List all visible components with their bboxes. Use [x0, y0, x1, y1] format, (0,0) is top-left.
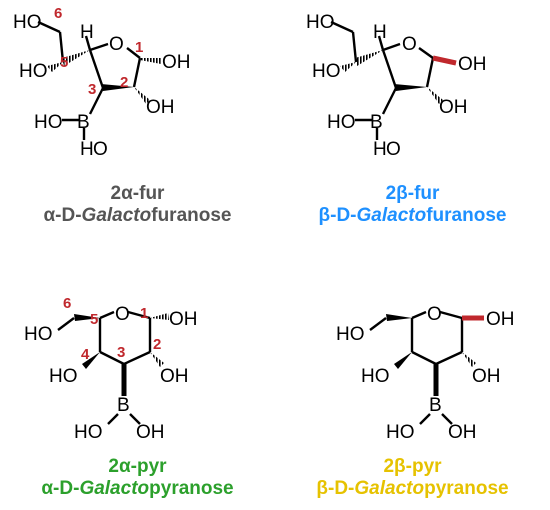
compound-name: β-D-Galactofuranose — [318, 205, 507, 226]
beta-pyranose-structure: HO O OH OH HO B HO OH — [336, 304, 515, 443]
h-label: H — [373, 22, 387, 43]
atom-number-2: 2 — [153, 336, 161, 353]
h-label: H — [80, 22, 94, 43]
oh-label: OH — [439, 97, 468, 118]
atom-number-4: 4 — [81, 346, 90, 363]
oh-label: OH — [472, 366, 501, 387]
oh-label: OH — [169, 309, 198, 330]
ho-label: HO — [327, 112, 356, 133]
oh-label: OH — [162, 52, 191, 73]
alpha-pyranose-structure: HO O OH OH HO B HO OH 6 5 1 2 3 4 — [24, 295, 198, 443]
ho-label: HO — [336, 324, 365, 345]
ho-label: HO — [312, 61, 341, 82]
b-label: B — [117, 395, 130, 416]
o-label: O — [427, 304, 442, 325]
compound-code: 2β-fur — [385, 183, 440, 204]
atom-number-5: 5 — [90, 311, 98, 328]
atom-number-5: 5 — [60, 54, 68, 71]
h-label: H — [373, 139, 387, 160]
caption-beta-fur: 2β-fur β-D-Galactofuranose — [275, 183, 550, 227]
oh-label: OH — [448, 422, 477, 443]
ho-label: HO — [361, 366, 390, 387]
ho-label: HO — [24, 324, 53, 345]
oh-label: OH — [458, 54, 487, 75]
o-label: O — [402, 34, 417, 55]
atom-number-3: 3 — [88, 81, 96, 98]
atom-number-1: 1 — [140, 305, 148, 322]
atom-number-6: 6 — [54, 5, 62, 22]
atom-number-6: 6 — [63, 295, 71, 312]
atom-number-3: 3 — [117, 344, 125, 361]
ho-label: HO — [74, 422, 103, 443]
ho-label: HO — [386, 422, 415, 443]
caption-alpha-fur: 2α-fur α-D-Galactofuranose — [0, 183, 275, 227]
oh-label: OH — [136, 422, 165, 443]
o-label: O — [93, 139, 108, 160]
ho-label: HO — [306, 12, 335, 33]
ho-label: HO — [49, 366, 78, 387]
oh-label: OH — [486, 309, 515, 330]
atom-number-2: 2 — [120, 74, 128, 91]
oh-label: OH — [160, 366, 189, 387]
beta-furanose-structure: HO HO H O OH OH B HO H O — [306, 12, 487, 160]
ho-label: HO — [13, 12, 42, 33]
ho-label: HO — [34, 112, 63, 133]
h-label: H — [80, 139, 94, 160]
alpha-furanose-structure: HO HO H O OH OH B HO H O 6 5 1 2 3 — [13, 5, 191, 160]
b-label: B — [370, 112, 383, 133]
oh-label: OH — [146, 97, 175, 118]
compound-name: α-D-Galactofuranose — [43, 205, 232, 226]
b-label: B — [429, 395, 442, 416]
b-label: B — [77, 112, 90, 133]
ho-label: HO — [19, 61, 48, 82]
caption-alpha-pyr: 2α-pyr α-D-Galactopyranose — [0, 456, 275, 500]
caption-beta-pyr: 2β-pyr β-D-Galactopyranose — [275, 456, 550, 500]
compound-code: 2α-pyr — [108, 456, 167, 477]
compound-code: 2α-fur — [110, 183, 165, 204]
o-label: O — [109, 34, 124, 55]
compound-name: α-D-Galactopyranose — [41, 478, 234, 499]
compound-name: β-D-Galactopyranose — [316, 478, 509, 499]
o-label: O — [115, 304, 130, 325]
o-label: O — [386, 139, 401, 160]
atom-number-1: 1 — [135, 39, 143, 56]
compound-code: 2β-pyr — [383, 456, 442, 477]
